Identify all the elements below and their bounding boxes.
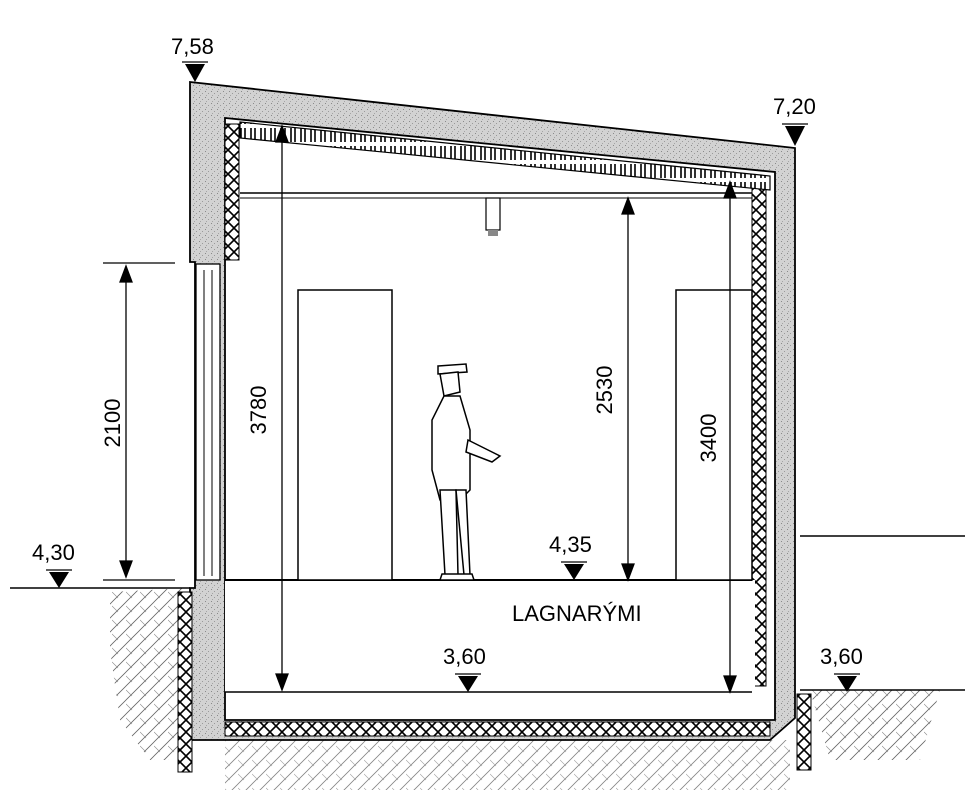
elevation-marker-ground-right: 3,60 [820, 644, 863, 692]
dimension-room-height [621, 196, 635, 582]
dimension-right-clear-value: 3400 [696, 414, 721, 463]
wall-insulation-left-lower [177, 591, 193, 773]
dimension-left-clear-value: 3780 [246, 386, 271, 435]
dimension-window [103, 262, 175, 581]
dimension-right-clear [723, 180, 737, 694]
svg-text:4,35: 4,35 [549, 532, 592, 557]
wall-insulation-right-exterior [796, 693, 812, 771]
room-label: LAGNARÝMI [512, 601, 642, 626]
light-fixture-bulb [488, 230, 498, 236]
svg-text:7,58: 7,58 [171, 34, 214, 59]
earth-bottom [225, 740, 790, 790]
dimension-room-height-value: 2530 [592, 366, 617, 415]
dimension-left-clear [275, 124, 289, 692]
earth-left [110, 588, 190, 760]
svg-text:3,60: 3,60 [820, 644, 863, 669]
dimension-window-value: 2100 [100, 399, 125, 448]
elevation-marker-roof-left: 7,58 [171, 34, 214, 82]
light-fixture [485, 197, 501, 231]
elevation-marker-ground-left: 4,30 [32, 540, 75, 588]
svg-text:3,60: 3,60 [443, 644, 486, 669]
elevation-marker-floor: 4,35 [549, 532, 592, 580]
wall-insulation-left-upper [224, 123, 240, 261]
elevation-marker-roof-right: 7,20 [773, 94, 816, 146]
floor-slab [225, 580, 755, 692]
door-left [297, 289, 393, 581]
svg-text:7,20: 7,20 [773, 94, 816, 119]
elevation-marker-basement: 3,60 [443, 644, 486, 692]
window [195, 263, 221, 581]
roof-insulation [239, 121, 771, 191]
slab-insulation [224, 721, 771, 737]
person-figure [431, 363, 502, 581]
earth-right [810, 690, 940, 760]
svg-text:4,30: 4,30 [32, 540, 75, 565]
door-right [675, 289, 753, 581]
